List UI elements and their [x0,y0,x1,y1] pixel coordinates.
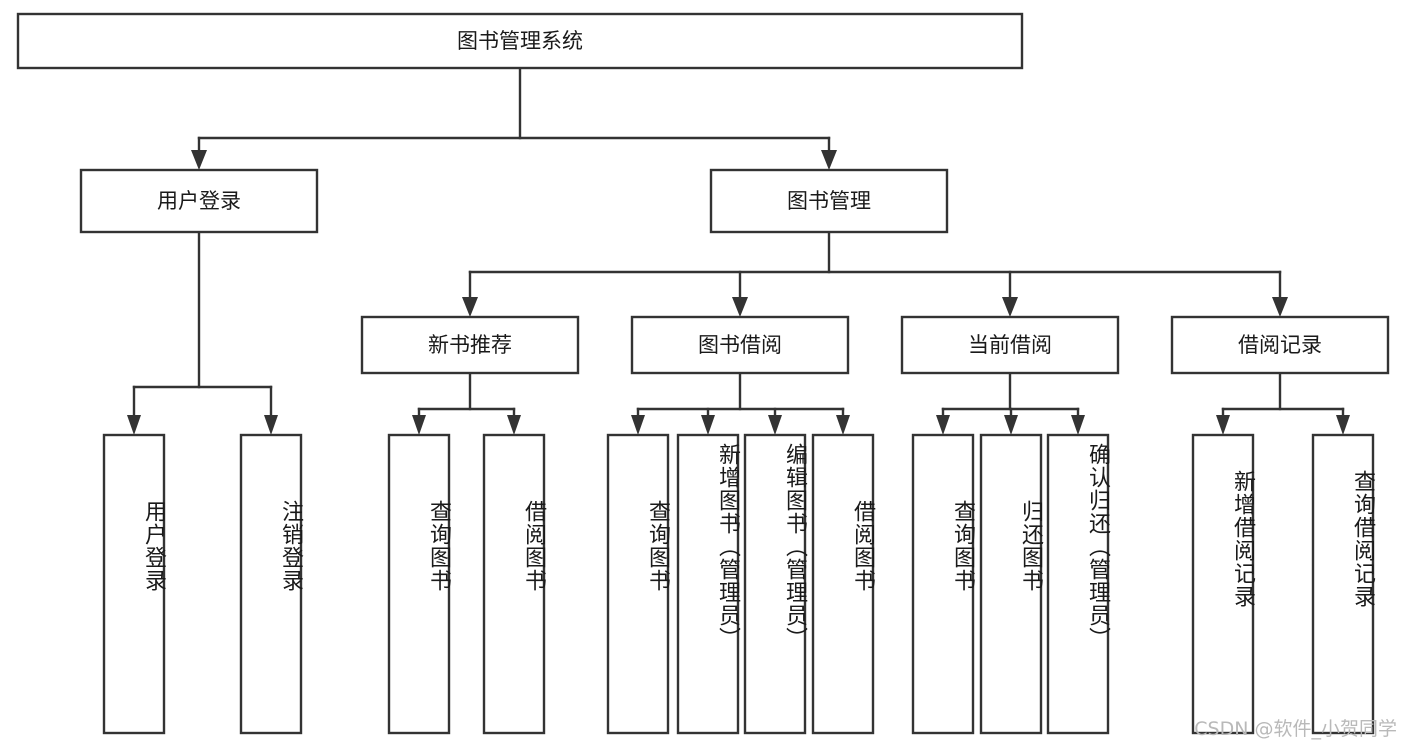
leaf-box-query-record[interactable] [1311,433,1375,735]
arrow-head-leaf-add-record [1216,415,1230,435]
arrow-head-newbook [462,297,478,317]
arrow-head-leaf-add-book [701,415,715,435]
leaf-box-add-book[interactable] [676,433,740,735]
arrow-head-book-mgmt [821,150,837,170]
arrow-head-leaf-borrow-book-1 [507,415,521,435]
node-borrow-record-label: 借阅记录 [1238,333,1322,357]
arrow-head-leaf-edit-book [768,415,782,435]
node-book-management-label: 图书管理 [787,189,871,213]
connector-layer [127,66,1350,435]
node-book-borrow-box[interactable] [630,315,850,375]
node-root[interactable]: 图书管理系统 [16,12,1024,70]
leaf-box-query-book-3[interactable] [911,433,975,735]
node-root-box[interactable] [16,12,1024,70]
node-book-management-box[interactable] [709,168,949,234]
arrow-head-leaf-query-book-2 [631,415,645,435]
leaf-box-edit-book[interactable] [743,433,807,735]
node-root-label: 图书管理系统 [457,29,583,53]
leaf-box-logout[interactable] [239,433,303,735]
node-borrow-record-box[interactable] [1170,315,1390,375]
node-current-borrow-label: 当前借阅 [968,333,1052,357]
arrow-head-user-login [191,150,207,170]
leaf-box-query-book-2[interactable] [606,433,670,735]
leaf-box-add-record[interactable] [1191,433,1255,735]
node-user-login-label: 用户登录 [157,189,241,213]
node-new-book-recommend-label: 新书推荐 [428,333,512,357]
node-book-borrow-label: 图书借阅 [698,333,782,357]
leaf-box-return-book[interactable] [979,433,1043,735]
arrow-head-leaf-query-record [1336,415,1350,435]
node-book-management[interactable]: 图书管理 [709,168,949,234]
leaf-box-user-login[interactable] [102,433,166,735]
node-current-borrow-box[interactable] [900,315,1120,375]
node-book-borrow[interactable]: 图书借阅 [630,315,850,375]
node-current-borrow[interactable]: 当前借阅 [900,315,1120,375]
leaf-box-borrow-book-1[interactable] [482,433,546,735]
arrow-head-leaf-query-book-1 [412,415,426,435]
leaf-box-confirm-return[interactable] [1046,433,1110,735]
node-user-login-box[interactable] [79,168,319,234]
watermark-text: CSDN @软件_小贺同学 [1194,718,1397,740]
arrow-head-leaf-return-book [1004,415,1018,435]
node-borrow-record[interactable]: 借阅记录 [1170,315,1390,375]
arrow-head-leaf-user-login [127,415,141,435]
arrow-head-borrow [732,297,748,317]
arrow-head-leaf-logout [264,415,278,435]
arrow-head-leaf-borrow-book-2 [836,415,850,435]
leaf-box-borrow-book-2[interactable] [811,433,875,735]
node-new-book-recommend[interactable]: 新书推荐 [360,315,580,375]
node-new-book-recommend-box[interactable] [360,315,580,375]
arrow-head-leaf-confirm-return [1071,415,1085,435]
arrow-head-leaf-query-book-3 [936,415,950,435]
leaf-box-query-book-1[interactable] [387,433,451,735]
node-user-login[interactable]: 用户登录 [79,168,319,234]
arrow-head-record [1272,297,1288,317]
arrow-head-current [1002,297,1018,317]
